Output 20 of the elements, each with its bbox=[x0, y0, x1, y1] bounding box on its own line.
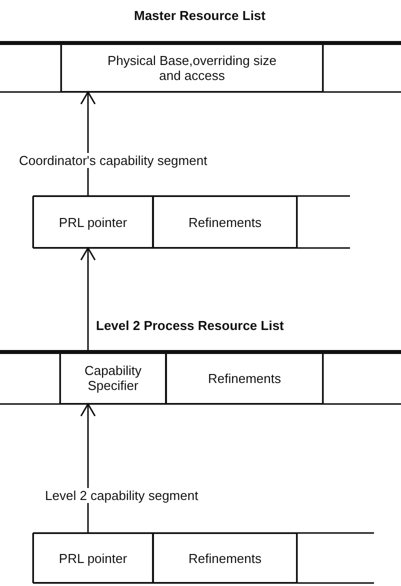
segment-heading: Master Resource List bbox=[133, 8, 266, 23]
record-field bbox=[33, 533, 153, 583]
field-text: PRL pointer bbox=[58, 214, 128, 230]
arrow bbox=[80, 403, 96, 533]
record-field bbox=[166, 352, 323, 404]
field-text: PRL pointer bbox=[58, 550, 128, 566]
segment-heading: Level 2 Process Resource List bbox=[95, 318, 285, 333]
field-text: Physical Base,overriding size and access bbox=[106, 52, 278, 82]
record-field bbox=[61, 43, 323, 92]
field-text: Capability Specifier bbox=[83, 363, 143, 393]
record-field bbox=[33, 196, 153, 248]
arrow bbox=[80, 247, 96, 352]
field-text: Refinements bbox=[188, 550, 262, 566]
field-text: Refinements bbox=[188, 214, 262, 230]
record-field bbox=[60, 352, 166, 404]
segment-heading: Coordinator's capability segment bbox=[18, 153, 208, 168]
record-field bbox=[153, 196, 297, 248]
record-field bbox=[153, 533, 297, 583]
segment-heading: Level 2 capability segment bbox=[44, 488, 200, 503]
field-text: Refinements bbox=[207, 370, 282, 386]
